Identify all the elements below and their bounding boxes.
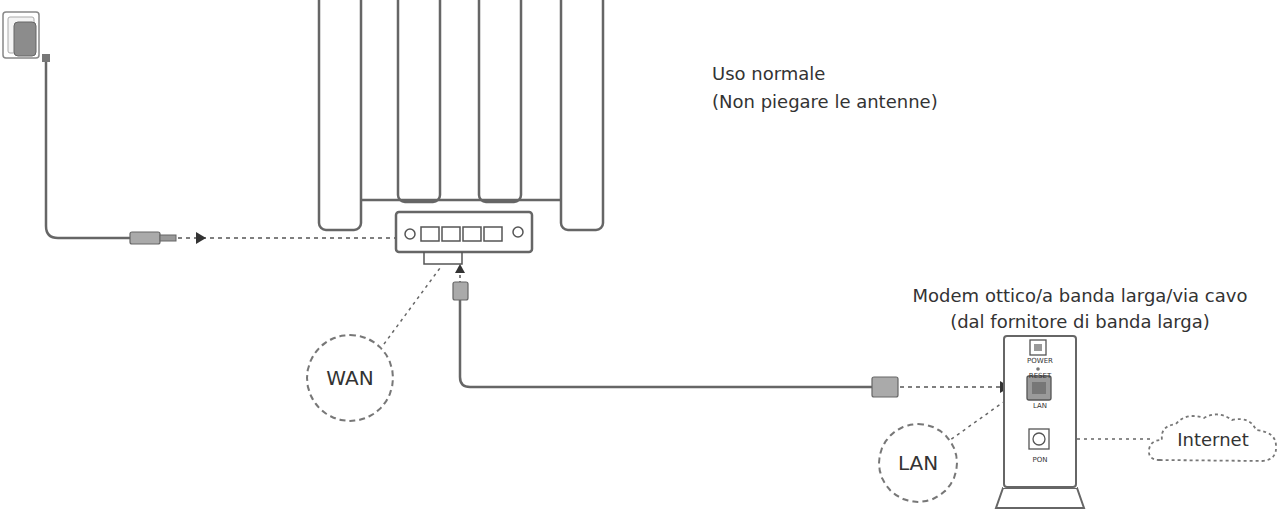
callout-circle: WAN [306,334,394,422]
node-text: Internet [1177,429,1248,451]
modem-box: POWER RESET LAN PON [1003,335,1077,488]
note-text: (Non piegare le antenne) [712,90,1012,114]
connector-line [951,402,1003,439]
note-text: Uso normale [712,62,1012,86]
node-text: LAN [898,451,938,475]
connector-line [1077,438,1150,440]
callout-circle: LAN [878,423,958,503]
dashed-connector [1077,439,1150,440]
dashed-connector [951,402,1003,439]
port-label: PON [1003,456,1077,465]
port-label: LAN [1003,402,1077,411]
internet-cloud: Internet [1146,410,1280,470]
port-label: POWER [1003,357,1077,366]
node-text: WAN [326,366,373,390]
port-label: RESET [1003,372,1077,381]
note-text: Modem ottico/a banda larga/via cavo [880,284,1280,308]
note-text: (dal fornitore di banda larga) [880,310,1280,334]
